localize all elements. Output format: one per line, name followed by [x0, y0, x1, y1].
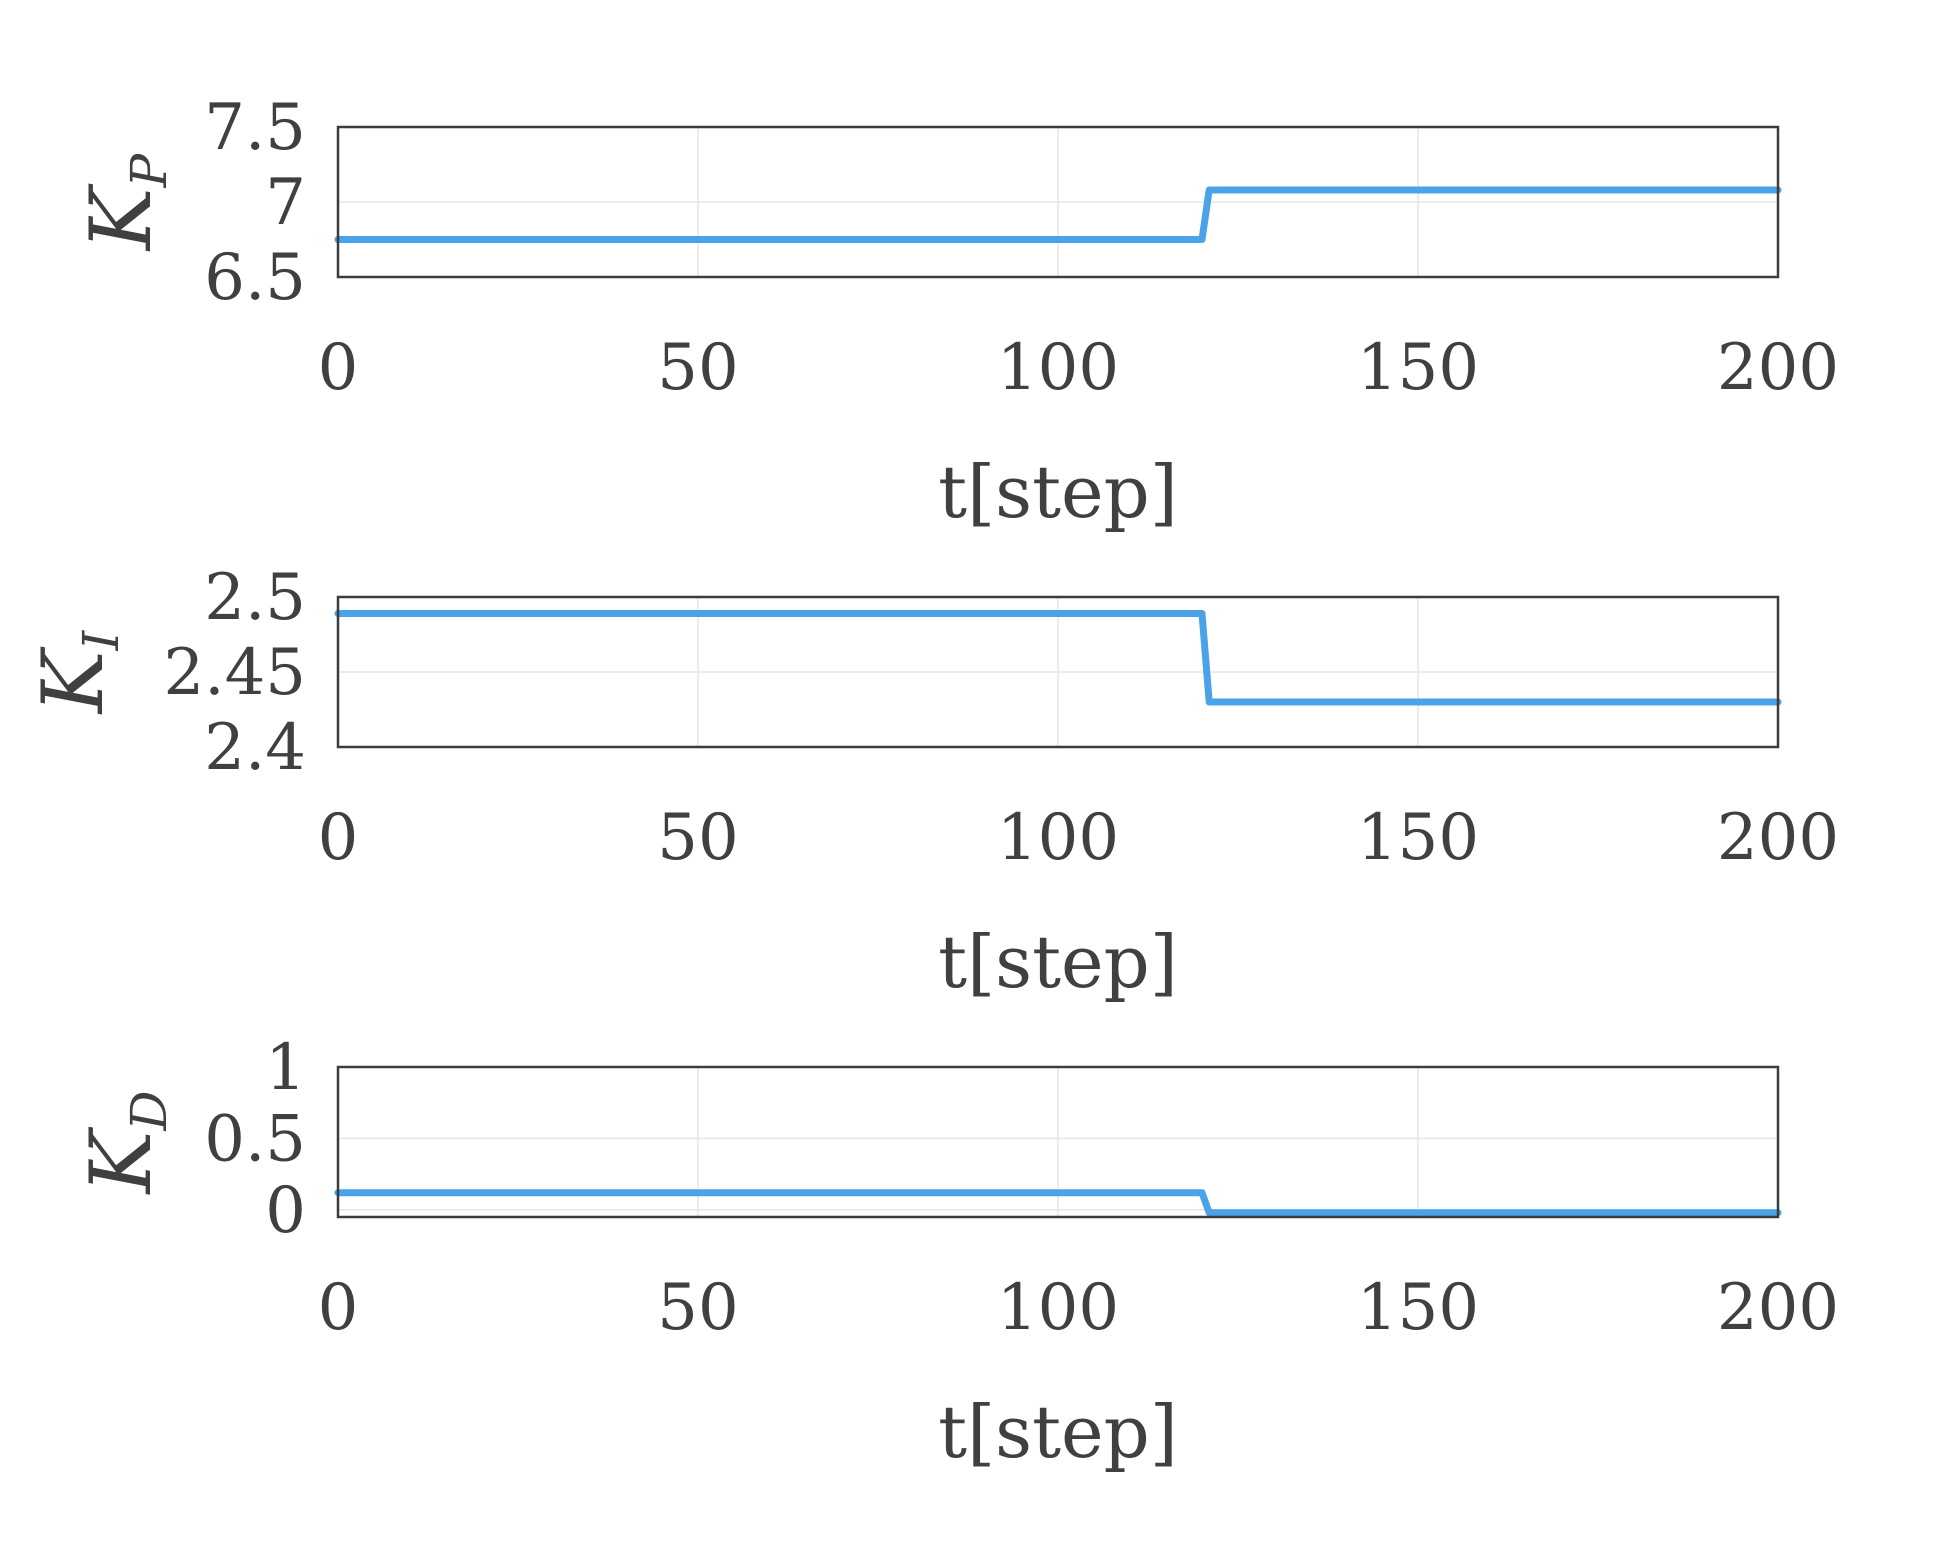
- x-tick-label: 0: [318, 1271, 359, 1345]
- subplot-1: 0 50 100 150 200 6.577.5 t[step] KP: [72, 91, 1839, 534]
- x-tick-label: 0: [318, 331, 359, 405]
- x-tick-label: 200: [1717, 801, 1839, 875]
- x-tick-label: 100: [997, 801, 1119, 875]
- x-tick-label: 100: [997, 1271, 1119, 1345]
- x-tick-label: 200: [1717, 331, 1839, 405]
- x-axis-label: t[step]: [938, 450, 1178, 534]
- y-axis-label-sub: D: [120, 1091, 178, 1132]
- x-axis-label: t[step]: [938, 920, 1178, 1004]
- x-tick-label: 150: [1357, 331, 1479, 405]
- y-axis-label: KD: [72, 1091, 178, 1196]
- y-tick-label: 0.5: [204, 1102, 306, 1176]
- y-axis-label-main: K: [72, 1126, 170, 1195]
- x-tick-label: 50: [657, 331, 738, 405]
- x-tick-label: 50: [657, 1271, 738, 1345]
- axes-frame: [336, 125, 1780, 279]
- x-tick-label: 150: [1357, 801, 1479, 875]
- axes-frame: [336, 595, 1780, 749]
- series-line: [334, 1189, 1782, 1217]
- y-tick-label: 7: [265, 166, 306, 240]
- subplot-2: 0 50 100 150 200 2.42.452.5 t[step] KI: [24, 561, 1839, 1004]
- y-axis-label-sub: I: [72, 630, 130, 652]
- x-tick-label: 200: [1717, 1271, 1839, 1345]
- axes-frame: [336, 1065, 1780, 1219]
- y-tick-label: 7.5: [204, 91, 306, 165]
- y-axis-label: KP: [72, 152, 178, 252]
- y-tick-label: 0: [265, 1174, 306, 1248]
- x-axis-label: t[step]: [938, 1390, 1178, 1474]
- y-tick-label: 6.5: [204, 241, 306, 315]
- y-axis-label: KI: [24, 630, 130, 716]
- y-axis-label-main: K: [24, 646, 122, 715]
- x-tick-label: 100: [997, 331, 1119, 405]
- series-line: [334, 610, 1782, 706]
- series-line: [334, 186, 1782, 243]
- x-tick-label: 0: [318, 801, 359, 875]
- y-tick-label: 2.5: [204, 561, 306, 635]
- x-tick-label: 50: [657, 801, 738, 875]
- y-tick-label: 1: [265, 1031, 306, 1105]
- x-tick-label: 150: [1357, 1271, 1479, 1345]
- y-axis-label-main: K: [72, 183, 170, 252]
- y-tick-label: 2.45: [164, 636, 307, 710]
- y-tick-label: 2.4: [204, 711, 306, 785]
- y-axis-label-sub: P: [120, 152, 178, 188]
